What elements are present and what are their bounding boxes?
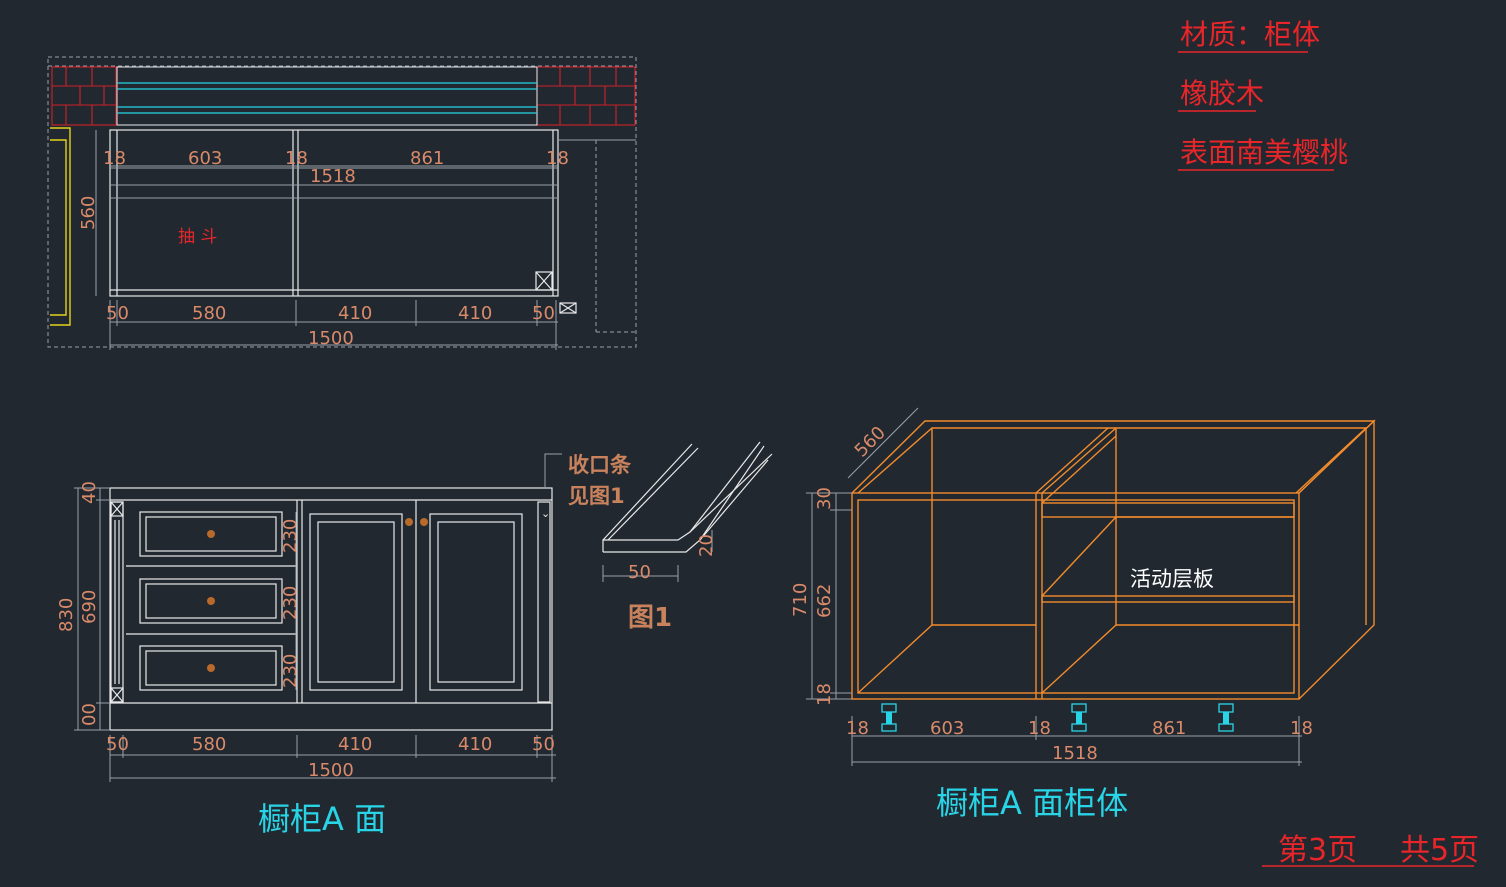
iso-bottom-dim: 603: [930, 718, 964, 739]
iso-bottom-total: 1518: [1052, 743, 1098, 764]
front-overall-height: 830: [56, 598, 77, 632]
detail-width-dim: 50: [628, 562, 651, 583]
plan-top-dim: 861: [410, 148, 444, 169]
plan-top-dim: 18: [285, 148, 308, 169]
door-left: [309, 513, 413, 691]
yellow-door-frame: [50, 127, 71, 326]
material-note-line1: 材质：柜体: [1180, 18, 1320, 51]
front-bottom-dim: 410: [458, 734, 492, 755]
drawer-height-dim: 230: [280, 654, 301, 688]
iso-bottom-dim: 18: [846, 718, 869, 739]
front-left-dim: 690: [79, 590, 100, 624]
plan-bottom-dim: 50: [106, 303, 129, 324]
front-left-dim: 00: [79, 703, 100, 726]
detail-figure: 50 20 图1: [602, 441, 773, 633]
door-right: [420, 513, 523, 691]
drawer-1: [139, 511, 283, 557]
material-note-line3: 表面南美樱桃: [1180, 136, 1348, 169]
front-bottom-total: 1500: [308, 760, 354, 781]
wall-hatch-left: [51, 66, 117, 126]
drawer-2: [139, 578, 283, 624]
svg-text:⌄: ⌄: [541, 507, 550, 520]
front-bottom-dim: 580: [192, 734, 226, 755]
drawer-3: [139, 645, 283, 691]
plan-bottom-dim: 410: [458, 303, 492, 324]
detail-title: 图1: [628, 603, 672, 633]
iso-overall-height: 710: [790, 583, 811, 617]
leg: [1071, 703, 1087, 732]
drawer-height-dim: 230: [280, 519, 301, 553]
iso-left-dim: 18: [814, 683, 835, 706]
iso-bottom-dim: 18: [1028, 718, 1051, 739]
front-bottom-dim: 50: [532, 734, 555, 755]
plan-top-dim: 18: [546, 148, 569, 169]
plan-drawer-label: 抽 斗: [178, 227, 217, 247]
material-note: 材质：柜体 橡胶木 表面南美樱桃: [1178, 18, 1348, 171]
callout-line2: 见图1: [568, 484, 625, 508]
iso-bottom-dim: 18: [1290, 718, 1313, 739]
detail-height-dim: 20: [696, 534, 717, 557]
drawer-height-dim: 230: [280, 586, 301, 620]
leg: [881, 703, 897, 732]
iso-view-title: 橱柜A 面柜体: [936, 784, 1128, 822]
page-total: 共5页: [1400, 833, 1479, 868]
plan-top-dim: 18: [103, 148, 126, 169]
front-left-dim: 40: [79, 481, 100, 504]
leg: [1218, 703, 1234, 732]
page-number: 第3页: [1278, 833, 1357, 868]
plan-view: 抽 斗 18 603 18 861 18 1518 560 50 580 410…: [47, 56, 637, 350]
plan-top-dim: 603: [188, 148, 222, 169]
iso-carcass: 活动层板 560 30 662 18 710 18 603 18 861 18 …: [790, 407, 1376, 822]
iso-left-dim: 30: [814, 487, 835, 510]
window-glass: [116, 66, 538, 126]
front-bottom-dim: 410: [338, 734, 372, 755]
iso-bottom-dim: 861: [1152, 718, 1186, 739]
front-elevation: ⌄ 230 230 230: [56, 453, 632, 838]
plan-bottom-dim: 50: [532, 303, 555, 324]
plan-depth-dim: 560: [78, 196, 99, 230]
front-view-title: 橱柜A 面: [258, 800, 386, 838]
wall-hatch-right: [536, 66, 636, 126]
plan-bottom-dim: 410: [338, 303, 372, 324]
callout-line1: 收口条: [568, 453, 632, 477]
material-note-line2: 橡胶木: [1180, 77, 1264, 110]
plan-top-total: 1518: [310, 166, 356, 187]
shelf-label: 活动层板: [1130, 567, 1214, 591]
iso-depth-dim: 560: [851, 422, 890, 461]
plan-bottom-total: 1500: [308, 328, 354, 349]
front-bottom-dim: 50: [106, 734, 129, 755]
plan-bottom-dim: 580: [192, 303, 226, 324]
iso-left-dim: 662: [814, 584, 835, 618]
page-footer: 第3页 共5页: [1262, 833, 1479, 868]
